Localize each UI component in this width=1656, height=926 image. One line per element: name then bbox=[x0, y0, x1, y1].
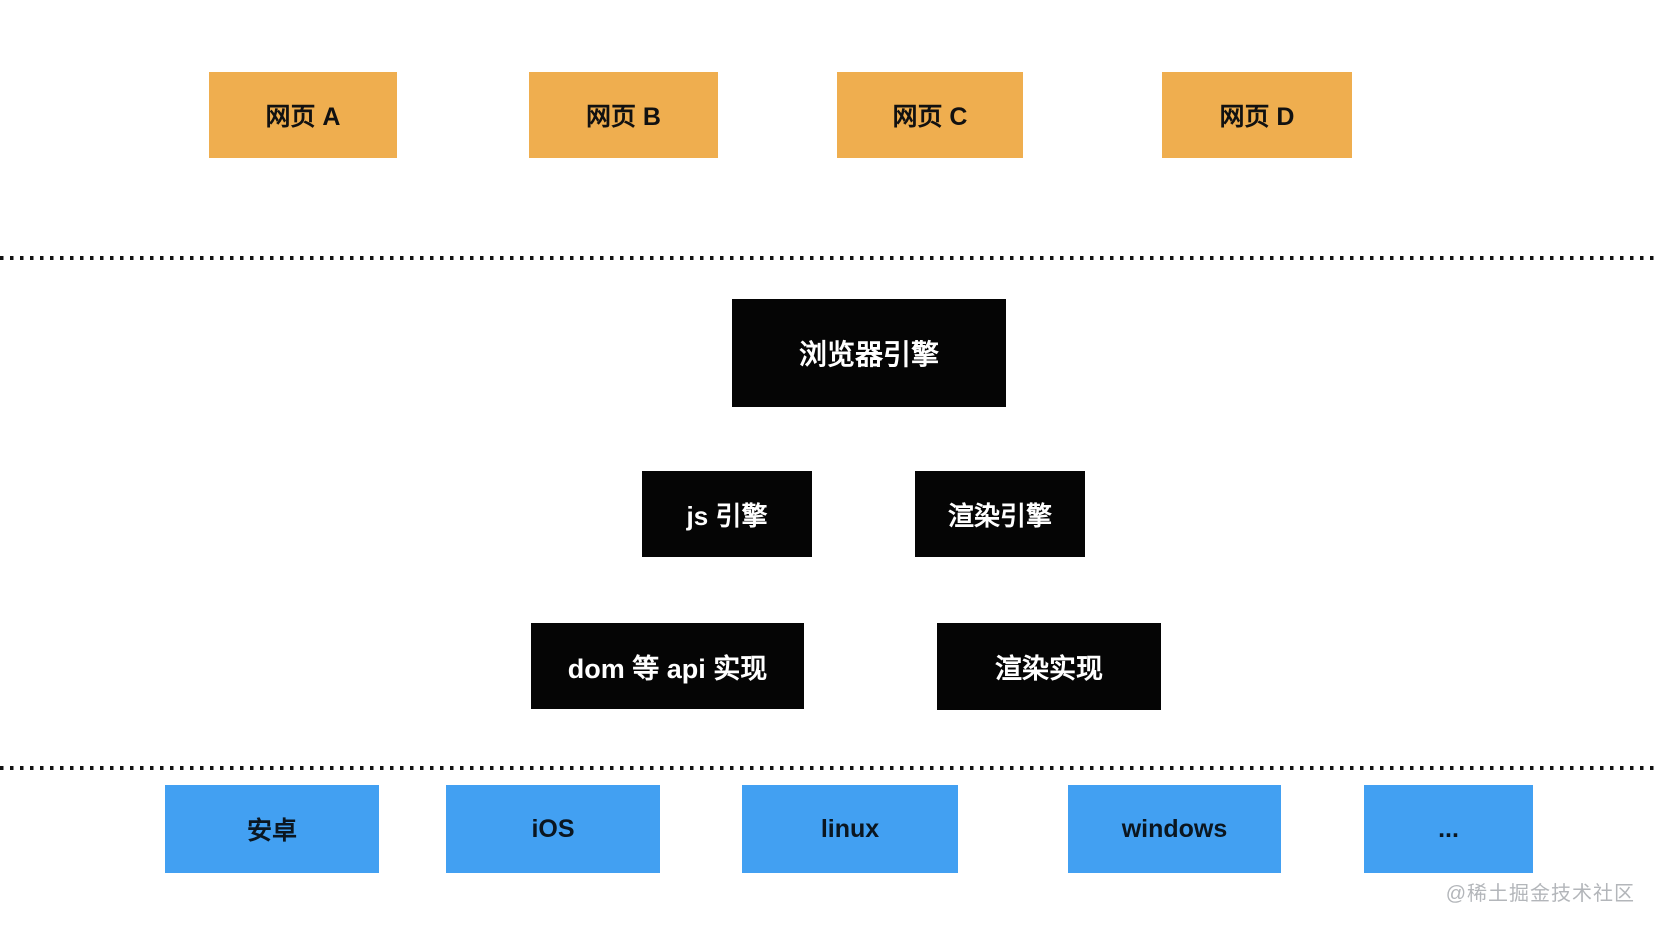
platform-android-box: 安卓 bbox=[165, 785, 379, 873]
platform-ios-box: iOS bbox=[446, 785, 660, 873]
platform-windows-box: windows bbox=[1068, 785, 1281, 873]
render-engine-box: 渲染引擎 bbox=[915, 471, 1085, 557]
dom-api-implementation-box: dom 等 api 实现 bbox=[531, 623, 804, 709]
browser-engine-box: 浏览器引擎 bbox=[732, 299, 1006, 407]
juejin-watermark: @稀土掘金技术社区 bbox=[1445, 883, 1635, 905]
separator-line-bottom bbox=[0, 766, 1656, 770]
render-implementation-box: 渲染实现 bbox=[937, 623, 1161, 710]
webpage-a-box: 网页 A bbox=[209, 72, 397, 158]
js-engine-box: js 引擎 bbox=[642, 471, 812, 557]
separator-line-top bbox=[0, 256, 1656, 260]
webpage-d-box: 网页 D bbox=[1162, 72, 1352, 158]
platform-linux-box: linux bbox=[742, 785, 958, 873]
webpage-c-box: 网页 C bbox=[837, 72, 1023, 158]
webpage-b-box: 网页 B bbox=[529, 72, 718, 158]
platform-more-box: ... bbox=[1364, 785, 1533, 873]
